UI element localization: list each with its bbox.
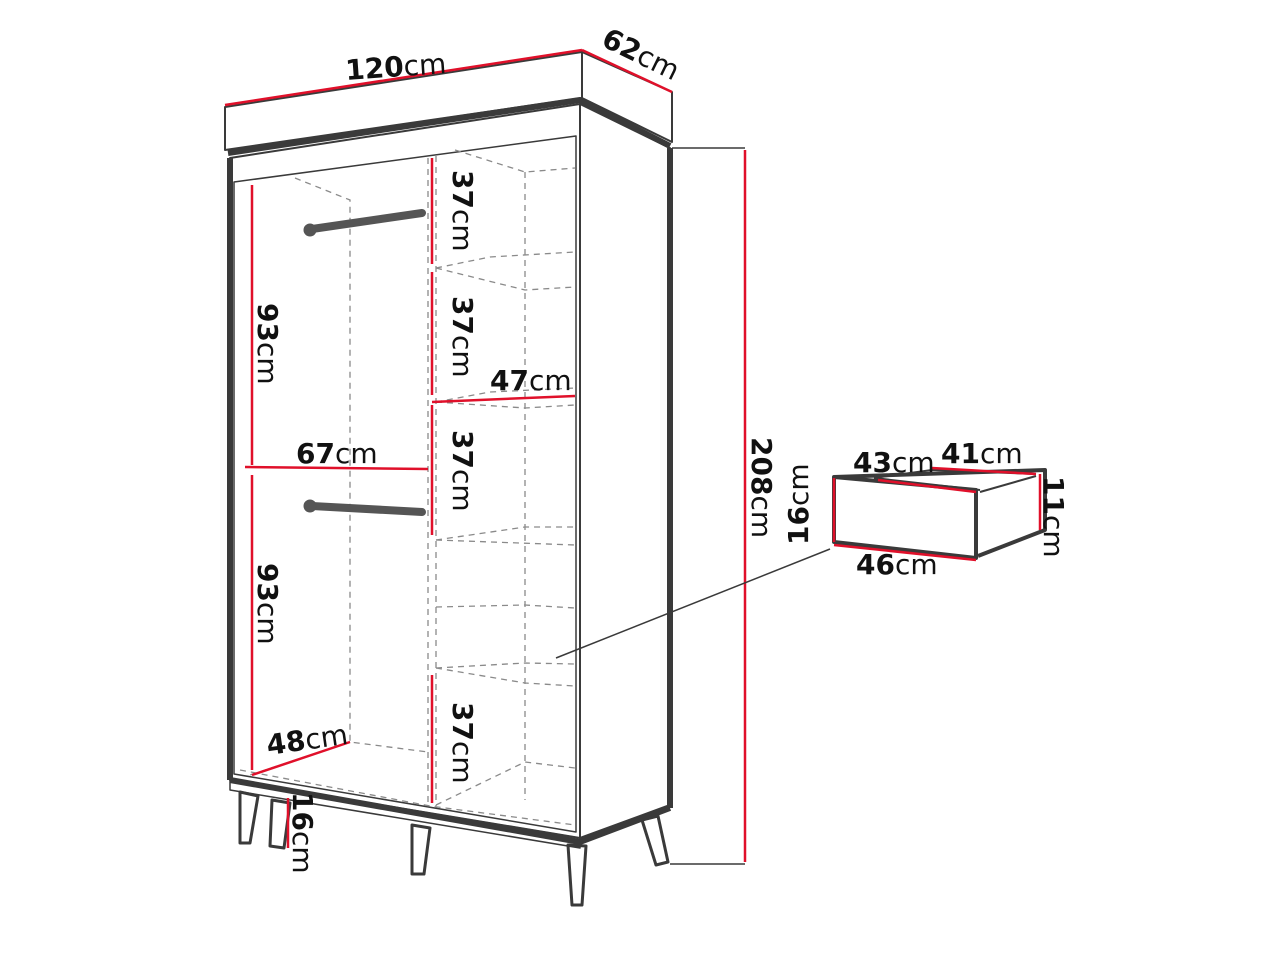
plinth — [229, 779, 581, 849]
interior-dashed — [239, 149, 576, 826]
label-drawer-front-height: 16cm — [782, 463, 815, 545]
cornice-bottom-edge — [227, 97, 672, 156]
leg-middle — [410, 823, 432, 876]
body-side — [579, 103, 671, 839]
leg-back-right — [640, 814, 670, 867]
dim-hanging-width-line — [244, 465, 429, 471]
dim-drawer-width-line — [833, 543, 977, 562]
label-shelf-1: 37cm — [446, 170, 479, 252]
dim-drawer-inner-depth-line — [931, 466, 1037, 476]
body-opening — [233, 135, 577, 833]
support-lines — [555, 147, 831, 865]
hanging-rails — [303, 209, 426, 516]
label-hanging-lower: 93cm — [251, 563, 284, 645]
rail-upper — [308, 209, 426, 233]
leg-back-left — [268, 798, 292, 850]
dim-drawer-inner-width-line — [877, 478, 977, 494]
label-shelf-2: 37cm — [446, 296, 479, 378]
wardrobe-outline — [224, 51, 673, 849]
label-drawer-side-height: 11cm — [1037, 476, 1070, 558]
label-hanging-width: 67cm — [296, 437, 378, 470]
label-hanging-depth: 48cm — [264, 718, 349, 762]
rail-lower-end — [303, 499, 317, 513]
label-drawer-inner-width: 43cm — [853, 446, 935, 479]
label-width: 120cm — [344, 47, 447, 87]
label-shelf-width: 47cm — [490, 364, 572, 397]
label-shelf-3: 37cm — [446, 430, 479, 512]
label-height: 208cm — [745, 437, 778, 538]
leg-front-right — [566, 843, 588, 907]
dim-hanging-depth-line — [251, 740, 351, 777]
label-drawer-width: 46cm — [856, 548, 938, 581]
dim-width-line — [224, 48, 583, 107]
drawer-back-top — [833, 468, 1047, 558]
label-leg-height: 16cm — [286, 792, 319, 874]
rail-lower — [308, 502, 426, 516]
drawer — [832, 466, 1047, 562]
leg-front-left — [238, 790, 260, 845]
rail-upper-end — [303, 223, 317, 237]
label-drawer-inner-depth: 41cm — [941, 437, 1023, 470]
dim-depth-line — [581, 48, 673, 94]
drawer-pointer-line — [555, 548, 831, 659]
label-shelf-4: 37cm — [446, 702, 479, 784]
legs — [238, 790, 670, 907]
dimension-lines — [224, 48, 747, 862]
dim-shelf-width-line — [431, 394, 576, 404]
label-hanging-upper: 93cm — [251, 303, 284, 385]
